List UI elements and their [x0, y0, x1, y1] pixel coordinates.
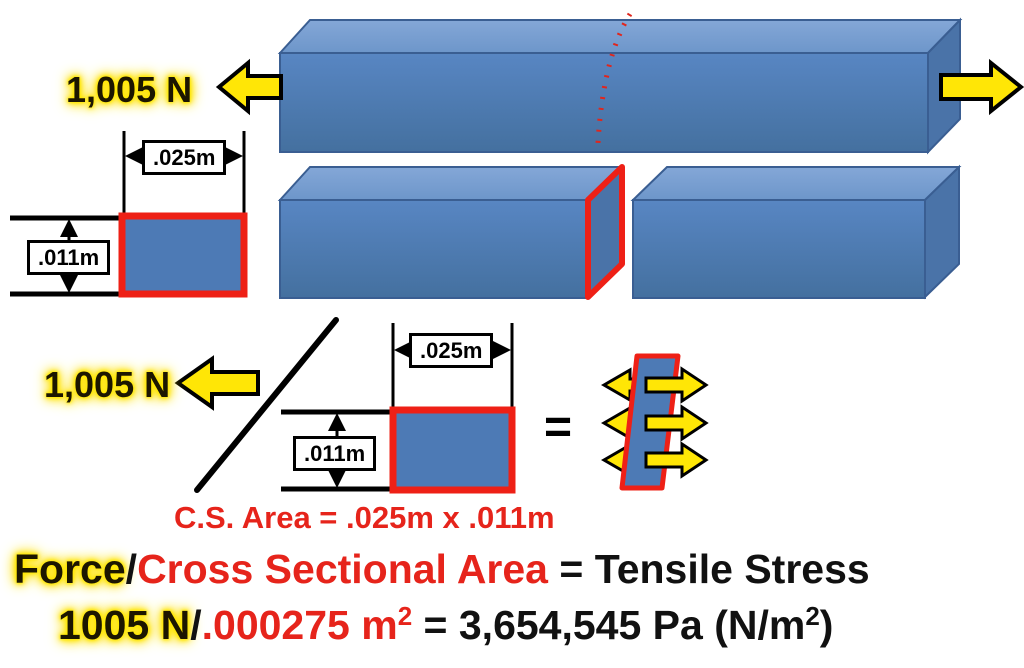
width-dim-box-lower: .025m: [409, 333, 494, 369]
dim-arrowhead-down-icon: [328, 470, 346, 488]
stress-arrow-right-icon: [644, 404, 709, 442]
value-slash: /: [190, 602, 202, 648]
upper-cross-section-drawing: [10, 131, 248, 298]
dim-arrowhead-up-icon: [60, 219, 78, 237]
value-area-sup: 2: [397, 601, 413, 631]
value-area: .000275 m: [201, 602, 398, 648]
broken-bar-right-piece: [630, 164, 962, 300]
dim-arrowhead-right-icon: [225, 147, 243, 165]
intact-bar: [277, 12, 963, 155]
cross-section-rect: [118, 212, 248, 298]
stress-formula-line: Force/Cross Sectional Area = Tensile Str…: [14, 546, 870, 593]
right-piece-top-face: [630, 166, 962, 201]
division-diagonal-line: [194, 317, 339, 493]
value-result-pre: = 3,654,545 Pa (N/m: [412, 602, 806, 648]
height-dim-box-upper: .011m: [27, 240, 111, 276]
stress-arrow-right-icon: [644, 366, 709, 404]
stress-element: [600, 353, 709, 491]
equals-sign: =: [544, 401, 573, 454]
right-piece-front-face: [632, 199, 926, 299]
width-dim-box-upper: .025m: [142, 140, 227, 176]
dim-arrowhead-left-icon: [125, 147, 143, 165]
tension-arrow-right-icon: [939, 58, 1024, 116]
lower-cross-section-drawing: [194, 317, 516, 494]
dim-arrowhead-left-icon: [394, 341, 412, 359]
left-piece-top-face: [277, 166, 625, 201]
formula-csa: Cross Sectional Area: [137, 546, 548, 592]
tension-arrow-left-icon: [215, 58, 283, 116]
left-piece-front-face: [279, 199, 589, 299]
formula-force: Force: [14, 546, 126, 592]
cross-section-rect: [389, 406, 516, 494]
cs-area-label: C.S. Area = .025m x .011m: [174, 500, 555, 535]
broken-bar-left-piece: [277, 164, 625, 300]
stress-values-line: 1005 N/.000275 m2 = 3,654,545 Pa (N/m2): [58, 601, 833, 649]
formula-result: = Tensile Stress: [547, 546, 870, 592]
stress-arrow-right-icon: [644, 441, 709, 479]
dim-arrowhead-up-icon: [328, 413, 346, 431]
bar-top-face: [277, 19, 963, 54]
dim-arrowhead-right-icon: [493, 341, 511, 359]
dim-arrowhead-down-icon: [60, 275, 78, 293]
height-dim-box-lower: .011m: [293, 436, 377, 472]
value-result-sup: 2: [805, 601, 820, 631]
tension-arrow-left-icon: [174, 355, 260, 411]
force-label-bottom: 1,005 N: [44, 364, 171, 405]
bar-front-face: [279, 52, 929, 153]
value-result-post: ): [819, 602, 834, 648]
value-force: 1005 N: [58, 602, 191, 648]
formula-slash: /: [125, 546, 138, 592]
fracture-dotted-line: [595, 12, 633, 144]
force-label-top: 1,005 N: [66, 69, 193, 110]
fracture-cross-section-face: [585, 164, 625, 300]
